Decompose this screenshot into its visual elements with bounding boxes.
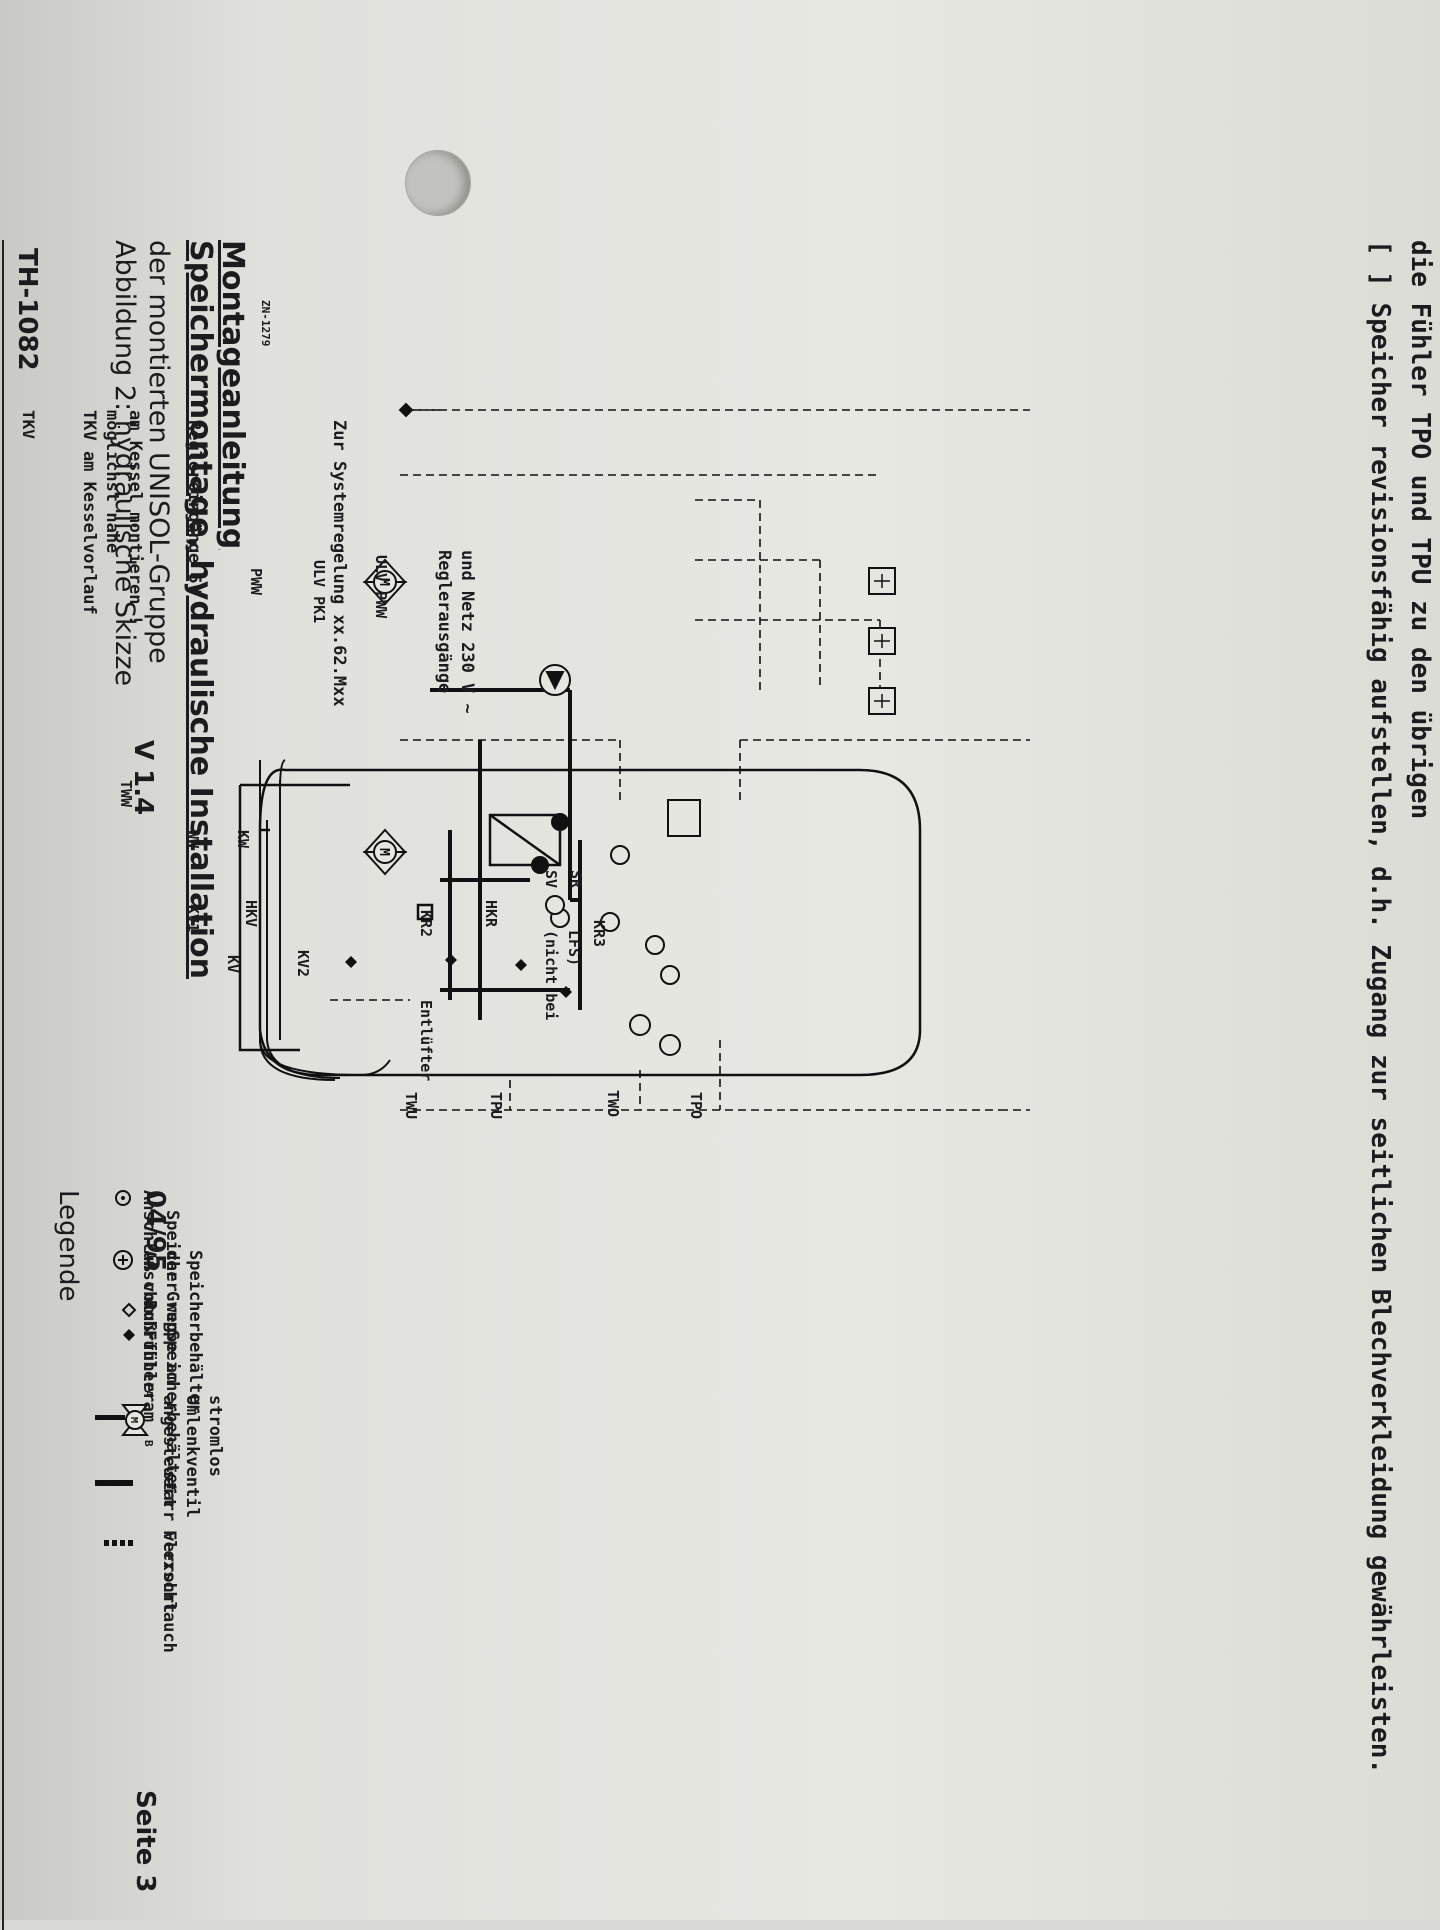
label-pww: PWW (247, 568, 265, 596)
label-tpo: TPO (687, 1092, 705, 1120)
label-kr3: KR3 (590, 920, 608, 948)
label-tww: TWW (117, 780, 135, 808)
legend-item-5-line-2: Umlenkventil (182, 1395, 202, 1518)
figure-ref: ZN-1279 (259, 300, 272, 347)
svg-text:M: M (376, 578, 391, 586)
body-line-1: [ ] Speicher revisionsfähig aufstellen, … (1365, 240, 1395, 1775)
regler-out-2: und Netz 230 V ~ (457, 550, 477, 714)
regler-out-1: Reglerausgänge (434, 550, 454, 694)
label-kr2: KR2 (417, 910, 435, 938)
legend-item-5-line-3: stromlos (205, 1395, 225, 1477)
legend-item-7: Flexschlauch (159, 1530, 179, 1653)
label-kv: KV (224, 955, 242, 974)
label-kv2: KV2 (294, 950, 312, 978)
label-hkv: HKV (242, 900, 260, 928)
label-nicht-bei: (nicht bei (542, 930, 560, 1021)
svg-text:M: M (376, 848, 391, 856)
label-twu: TWU (402, 1092, 420, 1120)
legend-valve-b: B (142, 1440, 155, 1447)
label-tpu: TPU (487, 1092, 505, 1120)
label-ulv-pk1: ULV PK1 (310, 560, 328, 624)
body-line-2: die Fühler TPO und TPU zu den übrigen (1405, 240, 1435, 820)
legend: Legende M A B Anschluß vom Speicher weg … (45, 1190, 465, 1653)
tkv-note-1: TKV am Kesselvorlauf (79, 410, 99, 615)
tkv-note-2: möglichst nahe (102, 410, 122, 554)
label-ww: WW (184, 830, 202, 849)
legend-symbols: M (95, 1190, 150, 1546)
label-kw: KW (234, 830, 252, 849)
label-lfs: LFS) (565, 930, 583, 967)
label-hkr: HKR (482, 900, 500, 928)
label-system: Zur Systemregelung xx.62.Mxx (329, 420, 349, 707)
label-sr: SR (567, 870, 585, 889)
tkv-note-3: am Kessel montieren ! (125, 410, 145, 625)
label-two: TWO (604, 1090, 622, 1118)
label-entlufter: Entlüfter (417, 1000, 435, 1082)
label-ulv-pww: ULV PWW (372, 555, 390, 619)
legend-valve-m: M (128, 1417, 139, 1423)
legend-item-4-line-1: Fühler am (139, 1330, 159, 1423)
label-sv: SV (542, 870, 560, 889)
label-kv1: KV1 (184, 905, 202, 933)
label-regler-in: Reglereingänge 5V (184, 420, 204, 594)
legend-item-2-line-3: Speicherbehälter (185, 1250, 205, 1414)
label-tkv: TKV (19, 410, 38, 439)
binder-hole (405, 150, 471, 216)
